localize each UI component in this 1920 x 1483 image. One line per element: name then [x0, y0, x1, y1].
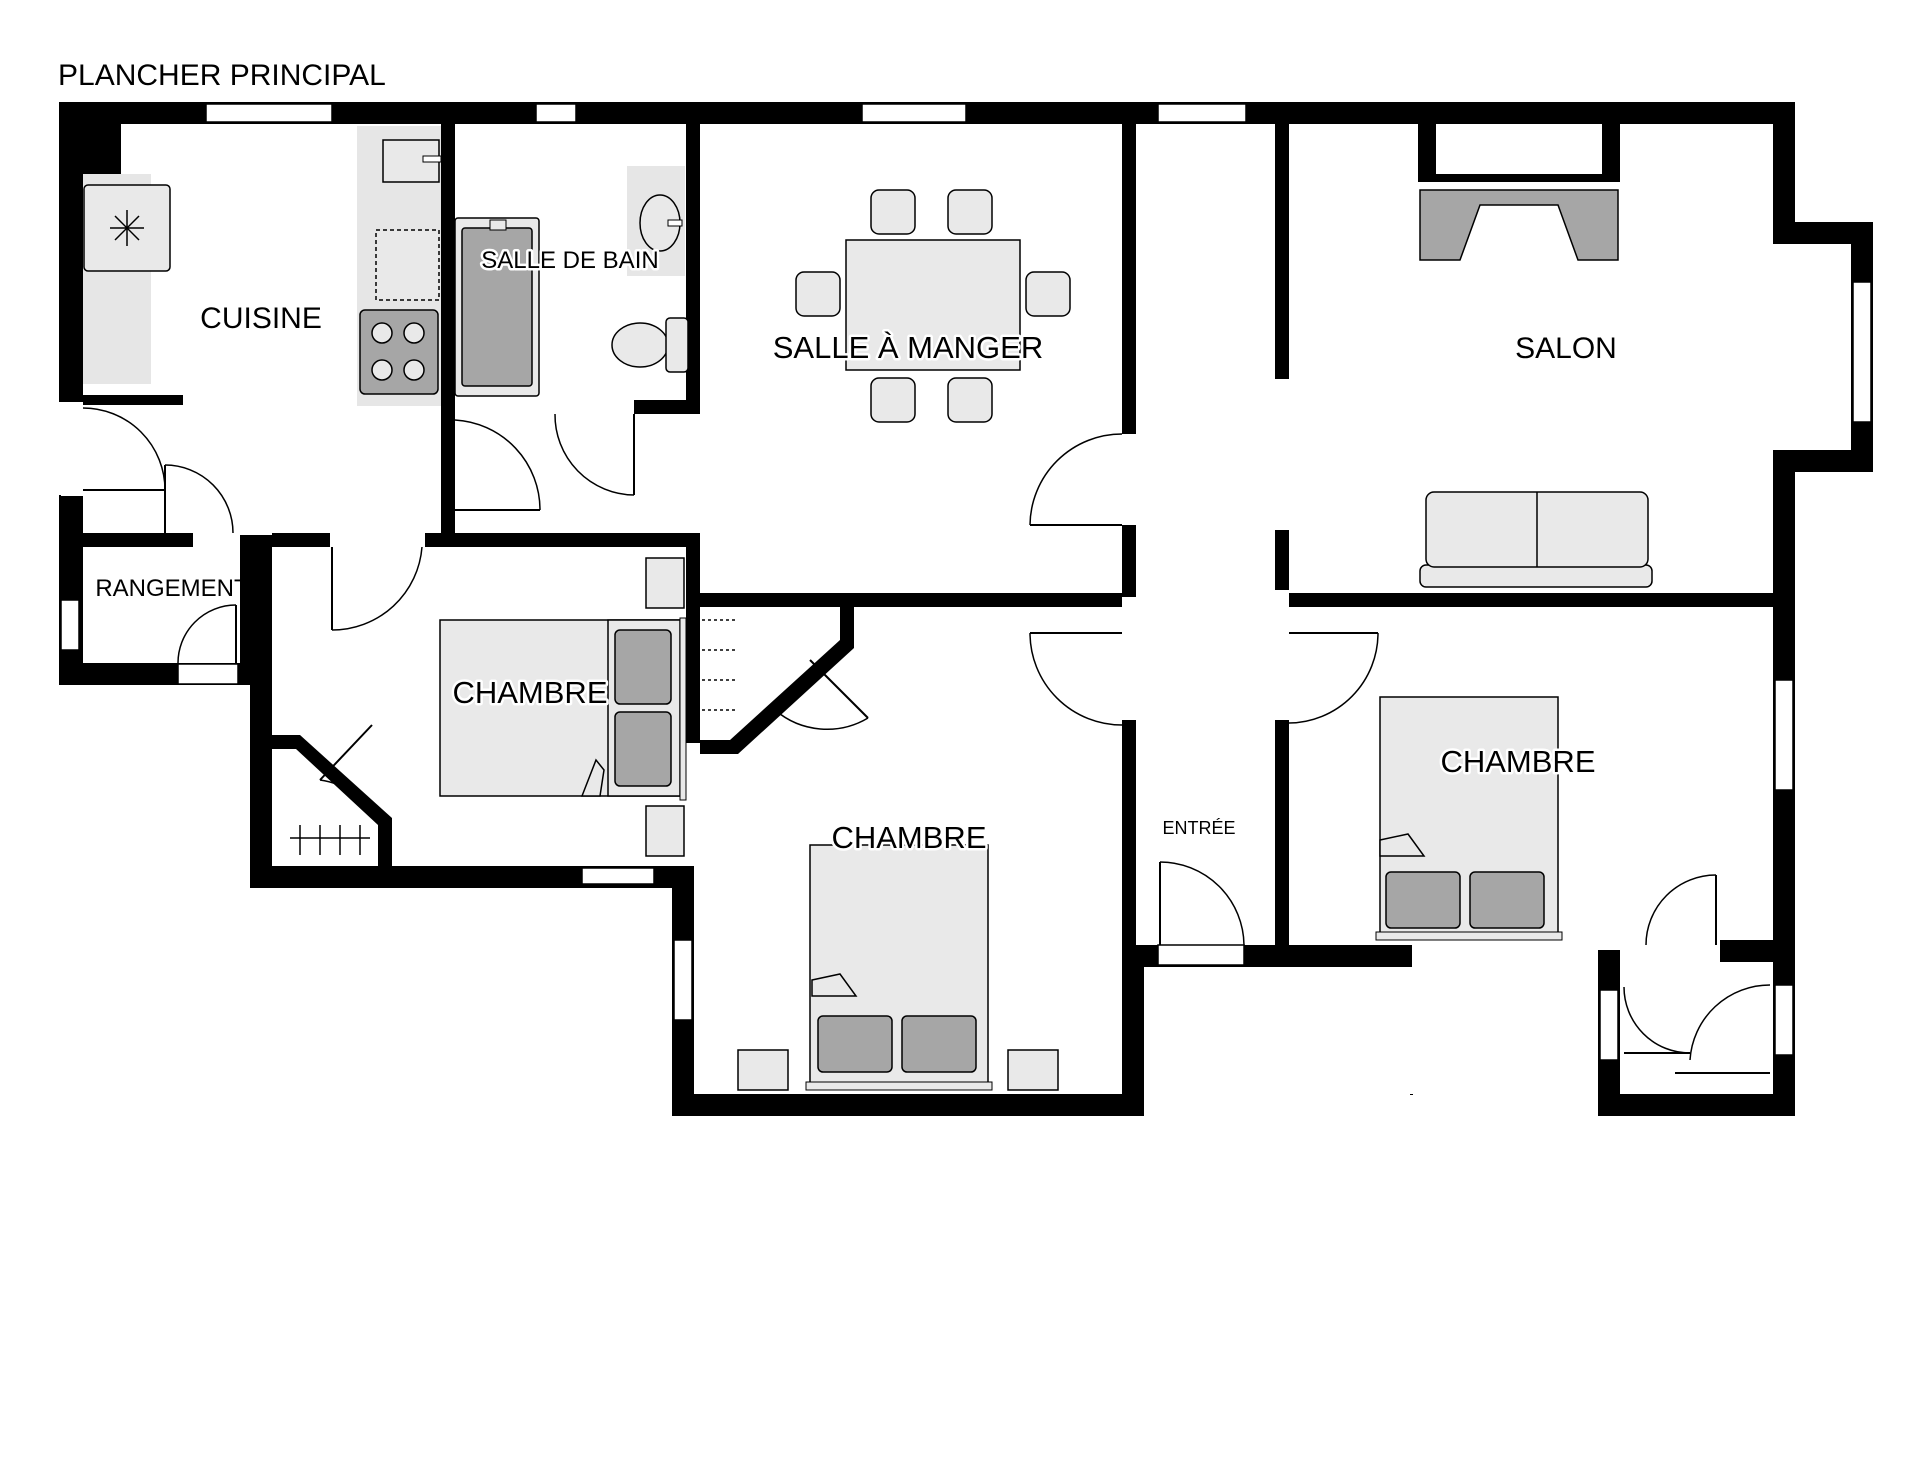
door-bain [554, 413, 635, 496]
window-rangement [60, 599, 80, 651]
room-label-chambre-3: CHAMBRE [1440, 744, 1595, 779]
door-rangement-bottom [177, 604, 239, 685]
window-chambre-2 [673, 939, 693, 1021]
nightstand-icon [645, 557, 685, 609]
room-label-salle-de-bain: SALLE DE BAIN [481, 247, 658, 274]
room-label-chambre-1: CHAMBRE [452, 675, 607, 710]
room-label-rangement: RANGEMENT [95, 575, 249, 602]
bed-chambre-2 [737, 844, 1059, 1091]
dining-fixtures [795, 189, 1071, 423]
door-cuisine-ext [61, 404, 166, 496]
chair-icon [795, 189, 1071, 423]
nightstand-icon [1007, 1049, 1059, 1091]
window-manger [861, 103, 967, 123]
closet-hangers [290, 619, 735, 855]
counter [375, 229, 440, 301]
door-closet-2 [774, 659, 869, 731]
snowflake-icon [110, 210, 144, 246]
room-label-cuisine: CUISINE [200, 302, 322, 335]
window-cuisine [205, 103, 333, 123]
kitchen-fixtures [83, 126, 442, 406]
door-closet-1 [319, 724, 379, 821]
door-chambre-3 [1288, 632, 1379, 724]
doors [61, 404, 1771, 1074]
nightstand-icon [645, 805, 685, 857]
room-label-entree: ENTRÉE [1162, 818, 1235, 838]
door-manger [1029, 433, 1123, 526]
closet-walls [272, 600, 854, 866]
door-bain-hall [454, 419, 541, 511]
door-vestibule [1623, 874, 1771, 1074]
toilet-icon [611, 322, 669, 368]
bed-chambre-1 [439, 557, 687, 857]
room-labels: CUISINE SALLE DE BAIN SALLE À MANGER SAL… [95, 245, 1617, 858]
nightstand-icon [737, 1049, 789, 1091]
window-chambre-1 [581, 867, 655, 885]
windows [60, 103, 1872, 1061]
door-chambre-2 [1029, 632, 1123, 726]
sofa-icon [1419, 491, 1653, 588]
door-hall [331, 546, 423, 631]
bathroom-fixtures [454, 166, 689, 397]
floor-title: PLANCHER PRINCIPAL [58, 59, 386, 92]
window-bain [535, 103, 577, 123]
window-vestibule [1774, 984, 1794, 1056]
dining-table [845, 239, 1021, 371]
window-chambre-3 [1774, 679, 1794, 791]
door-rangement [164, 464, 234, 534]
stove-icon [359, 309, 439, 395]
interior-walls [83, 124, 1773, 1095]
fireplace-icon [1419, 189, 1619, 261]
window-entree [1157, 103, 1247, 123]
room-label-salle-a-manger: SALLE À MANGER [773, 330, 1043, 365]
door-entree [1157, 861, 1245, 966]
bed-chambre-3 [1375, 696, 1563, 941]
window-entree-vest [1599, 989, 1619, 1061]
room-label-salon: SALON [1515, 332, 1617, 365]
room-label-chambre-2: CHAMBRE [831, 820, 986, 855]
window-salon [1852, 281, 1872, 423]
salon-fixtures [1418, 120, 1653, 588]
